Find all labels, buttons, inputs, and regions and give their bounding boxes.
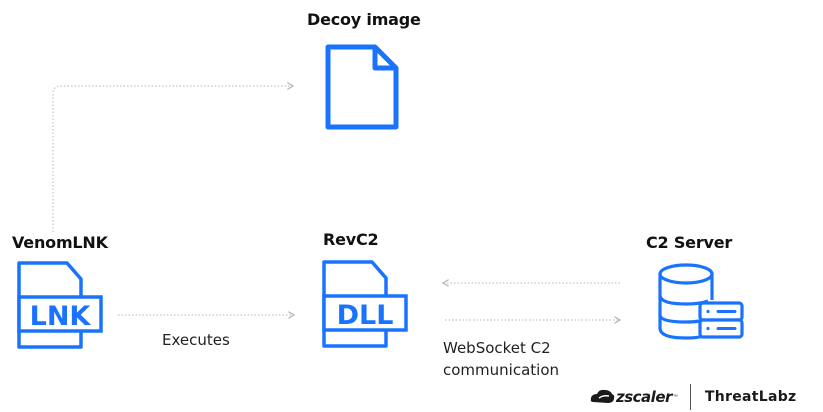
dll-file-icon: DLL — [322, 260, 408, 348]
executes-label: Executes — [162, 331, 230, 349]
zscaler-wordmark: zscaler — [616, 388, 672, 406]
venomlnk-title: VenomLNK — [12, 233, 108, 252]
trademark-symbol: ™ — [672, 394, 678, 400]
lnk-file-icon: LNK — [17, 261, 103, 349]
revc2-title: RevC2 — [323, 230, 379, 249]
database-server-icon — [658, 263, 744, 340]
c2-server-title: C2 Server — [646, 233, 733, 252]
threatlabz-wordmark: ThreatLabz — [704, 389, 797, 405]
logo-divider — [689, 384, 691, 410]
websocket-label-line2: communication — [443, 361, 560, 379]
websocket-label-line1: WebSocket C2 — [443, 339, 551, 357]
zscaler-cloud-icon — [590, 389, 615, 403]
decoy-image-title: Decoy image — [307, 10, 421, 29]
document-icon — [325, 44, 399, 130]
dll-tag: DLL — [337, 300, 394, 331]
connector-venomlnk-to-decoy — [52, 86, 293, 232]
lnk-tag: LNK — [30, 301, 92, 332]
